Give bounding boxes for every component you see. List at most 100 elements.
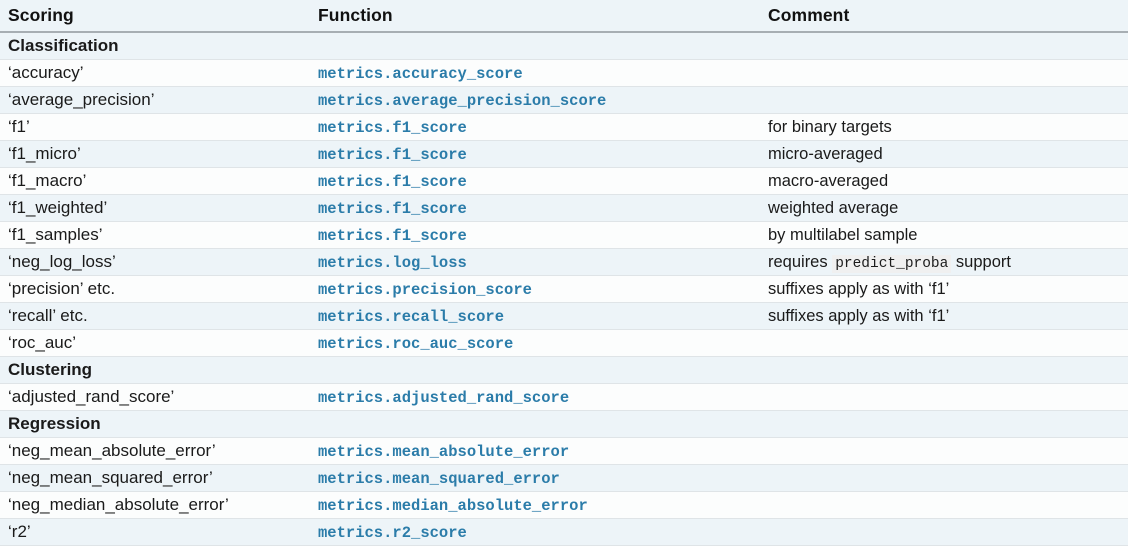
function-name: metrics.f1_score (318, 199, 467, 218)
function-cell (310, 356, 760, 384)
function-name: metrics.f1_score (318, 172, 467, 191)
function-cell: metrics.average_precision_score (310, 86, 760, 114)
comment-fragment: requires (768, 252, 833, 271)
function-cell: metrics.median_absolute_error (310, 491, 760, 519)
function-cell (310, 32, 760, 60)
function-name: metrics.average_precision_score (318, 91, 607, 110)
inline-code-token: predict_proba (832, 254, 952, 273)
scoring-key-cell: ‘neg_median_absolute_error’ (0, 491, 310, 519)
comment-cell (760, 464, 1128, 492)
comment-cell (760, 491, 1128, 519)
table-section-row: Classification (0, 32, 1128, 60)
function-name: metrics.accuracy_score (318, 64, 523, 83)
function-name: metrics.r2_score (318, 523, 467, 542)
table-row: ‘adjusted_rand_score’ metrics.adjusted_ra… (0, 383, 1128, 411)
comment-cell: suffixes apply as with ‘f1’ (760, 275, 1128, 303)
section-label: Classification (8, 36, 119, 55)
column-header-scoring: Scoring (0, 0, 310, 33)
comment-text: macro-averaged (768, 171, 889, 190)
comment-text: requires predict_proba support (768, 252, 1011, 273)
scoring-key-cell: ‘precision’ etc. (0, 275, 310, 303)
comment-text: for binary targets (768, 117, 892, 136)
comment-cell: weighted average (760, 194, 1128, 222)
function-name: metrics.f1_score (318, 145, 467, 164)
scoring-key: ‘neg_mean_absolute_error’ (8, 440, 216, 460)
function-cell: metrics.f1_score (310, 140, 760, 168)
comment-cell: macro-averaged (760, 167, 1128, 195)
table-row: ‘neg_mean_squared_error’ metrics.mean_squ… (0, 464, 1128, 492)
function-name: metrics.median_absolute_error (318, 496, 588, 515)
scoring-key: ‘precision’ etc. (8, 278, 116, 298)
comment-cell (760, 437, 1128, 465)
function-cell: metrics.log_loss (310, 248, 760, 276)
scoring-key-cell: ‘neg_mean_squared_error’ (0, 464, 310, 492)
function-name: metrics.precision_score (318, 280, 532, 299)
table-row: ‘precision’ etc. metrics.precision_score s… (0, 275, 1128, 303)
comment-cell (760, 518, 1128, 546)
section-label-cell: Clustering (0, 356, 310, 384)
table-section-row: Regression (0, 410, 1128, 438)
function-name: metrics.mean_absolute_error (318, 442, 570, 461)
scoring-key: ‘neg_mean_squared_error’ (8, 467, 213, 487)
comment-cell: suffixes apply as with ‘f1’ (760, 302, 1128, 330)
table-row: ‘r2’ metrics.r2_score (0, 518, 1128, 546)
scoring-key: ‘adjusted_rand_score’ (8, 386, 175, 406)
comment-cell (760, 329, 1128, 357)
function-cell: metrics.recall_score (310, 302, 760, 330)
scoring-key: ‘f1_macro’ (8, 170, 87, 190)
function-cell: metrics.f1_score (310, 167, 760, 195)
comment-cell (760, 410, 1128, 438)
scoring-key-cell: ‘f1_macro’ (0, 167, 310, 195)
comment-cell (760, 86, 1128, 114)
function-cell: metrics.adjusted_rand_score (310, 383, 760, 411)
scoring-key-cell: ‘average_precision’ (0, 86, 310, 114)
comment-cell: requires predict_proba support (760, 248, 1128, 276)
scoring-key: ‘average_precision’ (8, 89, 155, 109)
function-cell (310, 410, 760, 438)
column-header-function: Function (310, 0, 760, 33)
table-row: ‘f1_macro’ metrics.f1_score macro-averaged (0, 167, 1128, 195)
table-row: ‘f1’ metrics.f1_score for binary targets (0, 113, 1128, 141)
scoring-key-cell: ‘accuracy’ (0, 59, 310, 87)
function-name: metrics.mean_squared_error (318, 469, 560, 488)
comment-text: suffixes apply as with ‘f1’ (768, 279, 950, 298)
scoring-key-cell: ‘recall’ etc. (0, 302, 310, 330)
scoring-key-cell: ‘r2’ (0, 518, 310, 546)
table-row: ‘neg_median_absolute_error’ metrics.media… (0, 491, 1128, 519)
section-label: Regression (8, 414, 101, 433)
scoring-key: ‘roc_auc’ (8, 332, 77, 352)
scoring-key: ‘r2’ (8, 521, 31, 541)
scoring-key: ‘accuracy’ (8, 62, 84, 82)
comment-text: micro-averaged (768, 144, 883, 163)
scoring-key-cell: ‘f1’ (0, 113, 310, 141)
comment-cell: for binary targets (760, 113, 1128, 141)
scoring-key-cell: ‘f1_samples’ (0, 221, 310, 249)
table-row: ‘neg_mean_absolute_error’ metrics.mean_ab… (0, 437, 1128, 465)
comment-text: suffixes apply as with ‘f1’ (768, 306, 950, 325)
function-name: metrics.f1_score (318, 118, 467, 137)
scoring-key: ‘f1’ (8, 116, 30, 136)
comment-text: weighted average (768, 198, 899, 217)
table-header-row: Scoring Function Comment (0, 0, 1128, 33)
function-cell: metrics.f1_score (310, 221, 760, 249)
comment-cell: micro-averaged (760, 140, 1128, 168)
table-head: Scoring Function Comment (0, 0, 1128, 33)
table-row: ‘f1_weighted’ metrics.f1_score weighted av… (0, 194, 1128, 222)
function-cell: metrics.mean_absolute_error (310, 437, 760, 465)
table-section-row: Clustering (0, 356, 1128, 384)
comment-cell (760, 383, 1128, 411)
column-header-comment: Comment (760, 0, 1128, 33)
function-cell: metrics.r2_score (310, 518, 760, 546)
section-label: Clustering (8, 360, 93, 379)
table-row: ‘accuracy’ metrics.accuracy_score (0, 59, 1128, 87)
scoring-key: ‘f1_weighted’ (8, 197, 108, 217)
scoring-key: ‘f1_micro’ (8, 143, 81, 163)
table-row: ‘recall’ etc.metrics.recall_score suffixe… (0, 302, 1128, 330)
table-row: ‘roc_auc’metrics.roc_auc_score (0, 329, 1128, 357)
scoring-key-cell: ‘roc_auc’ (0, 329, 310, 357)
function-cell: metrics.accuracy_score (310, 59, 760, 87)
comment-cell (760, 356, 1128, 384)
